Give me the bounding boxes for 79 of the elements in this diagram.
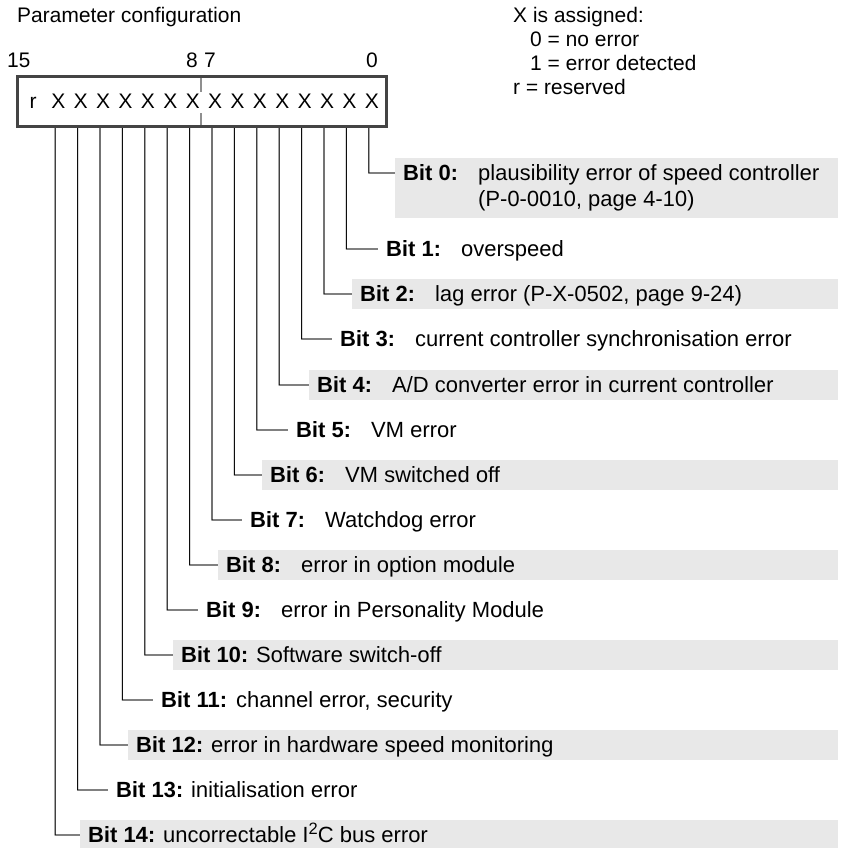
bit-cell: X (316, 78, 338, 125)
bit-label: Bit 1: (386, 236, 442, 262)
bit-cell: r (19, 78, 47, 125)
bit-cell: X (204, 78, 226, 125)
register-box (16, 75, 388, 128)
bit-cell: X (92, 78, 114, 125)
bit-description: error in option module (301, 552, 516, 578)
diagram-title: Parameter configuration (17, 3, 242, 29)
legend-note: 1 = error detected (530, 51, 696, 77)
bit-label: Bit 4: (317, 372, 373, 398)
bit-cell: X (226, 78, 249, 125)
bit-description: overspeed (461, 236, 564, 262)
bit-label: Bit 6: (270, 462, 326, 488)
bit-cell: X (159, 78, 182, 125)
leader-line (256, 128, 288, 431)
bit-label: Bit 10: (181, 642, 250, 668)
leader-line (346, 128, 378, 250)
bit-label: Bit 12: (136, 732, 204, 758)
legend-note: r = reserved (513, 75, 626, 101)
leader-line (54, 128, 80, 836)
bit-description: VM switched off (345, 462, 500, 488)
bit-description-row (309, 370, 838, 400)
leader-line (278, 128, 309, 386)
leader-line (211, 128, 242, 521)
bit-number: 15 (7, 48, 30, 74)
bit-description-row (80, 820, 838, 848)
bit-cell: X (271, 78, 294, 125)
bit-label: Bit 14: (88, 822, 156, 848)
bit-number: 0 (366, 48, 378, 74)
leader-line (122, 128, 153, 701)
bit-description-row (173, 640, 838, 670)
bit-label: Bit 5: (296, 417, 352, 443)
legend-note: 0 = no error (530, 27, 640, 53)
bit-description: error in hardware speed monitoring (211, 732, 554, 758)
bit-cell: X (338, 78, 361, 125)
bit-cell: X (47, 78, 70, 125)
bit-cell: X (181, 78, 204, 125)
leader-line (99, 128, 128, 746)
bit-description-row (218, 550, 838, 580)
bit-description: error in Personality Module (281, 597, 544, 623)
bit-cell: X (136, 78, 159, 125)
leader-line (189, 128, 218, 566)
bit-description: A/D converter error in current controller (392, 372, 774, 398)
legend-note: X is assigned: (513, 3, 644, 29)
leader-line (144, 128, 173, 656)
bit-description: initialisation error (191, 777, 358, 803)
bit-number: 8 (186, 48, 198, 74)
bit-number: 7 (204, 48, 216, 74)
bit-label: Bit 2: (360, 281, 416, 307)
bit-label: Bit 13: (116, 777, 184, 803)
bit-label: Bit 0: (403, 160, 459, 186)
bit-label: Bit 7: (250, 507, 306, 533)
leader-line (368, 128, 395, 174)
leader-line (323, 128, 352, 295)
bit-description: Software switch-off (256, 642, 442, 668)
bit-description: channel error, security (236, 687, 452, 713)
bit-description: current controller synchronisation error (415, 326, 792, 352)
bit-label: Bit 11: (161, 687, 228, 713)
bit-label: Bit 8: (226, 552, 282, 578)
bit-label: Bit 9: (206, 597, 262, 623)
leader-line (77, 128, 108, 791)
bit-cell: X (293, 78, 316, 125)
bit-label: Bit 3: (340, 326, 396, 352)
bit-description: uncorrectable I$^{2}$C bus error (163, 822, 428, 848)
bit-description-row (352, 279, 838, 309)
bit-description: lag error (P-X-0502, page 9-24) (435, 281, 742, 307)
leader-line (301, 128, 332, 340)
bit-description: VM error (371, 417, 457, 443)
bit-cell: X (114, 78, 137, 125)
bit-description: plausibility error of speed controller (P-0-0010, page 4-10) (478, 160, 820, 212)
bit-description: Watchdog error (325, 507, 476, 533)
bit-cell: X (248, 78, 271, 125)
bit-cell: X (360, 78, 383, 125)
bit-description-row (262, 460, 838, 490)
bit-description-row (395, 158, 838, 218)
leader-line (166, 128, 198, 611)
leader-line (234, 128, 262, 476)
bit-description-row (128, 730, 838, 760)
bit-cell: X (69, 78, 92, 125)
